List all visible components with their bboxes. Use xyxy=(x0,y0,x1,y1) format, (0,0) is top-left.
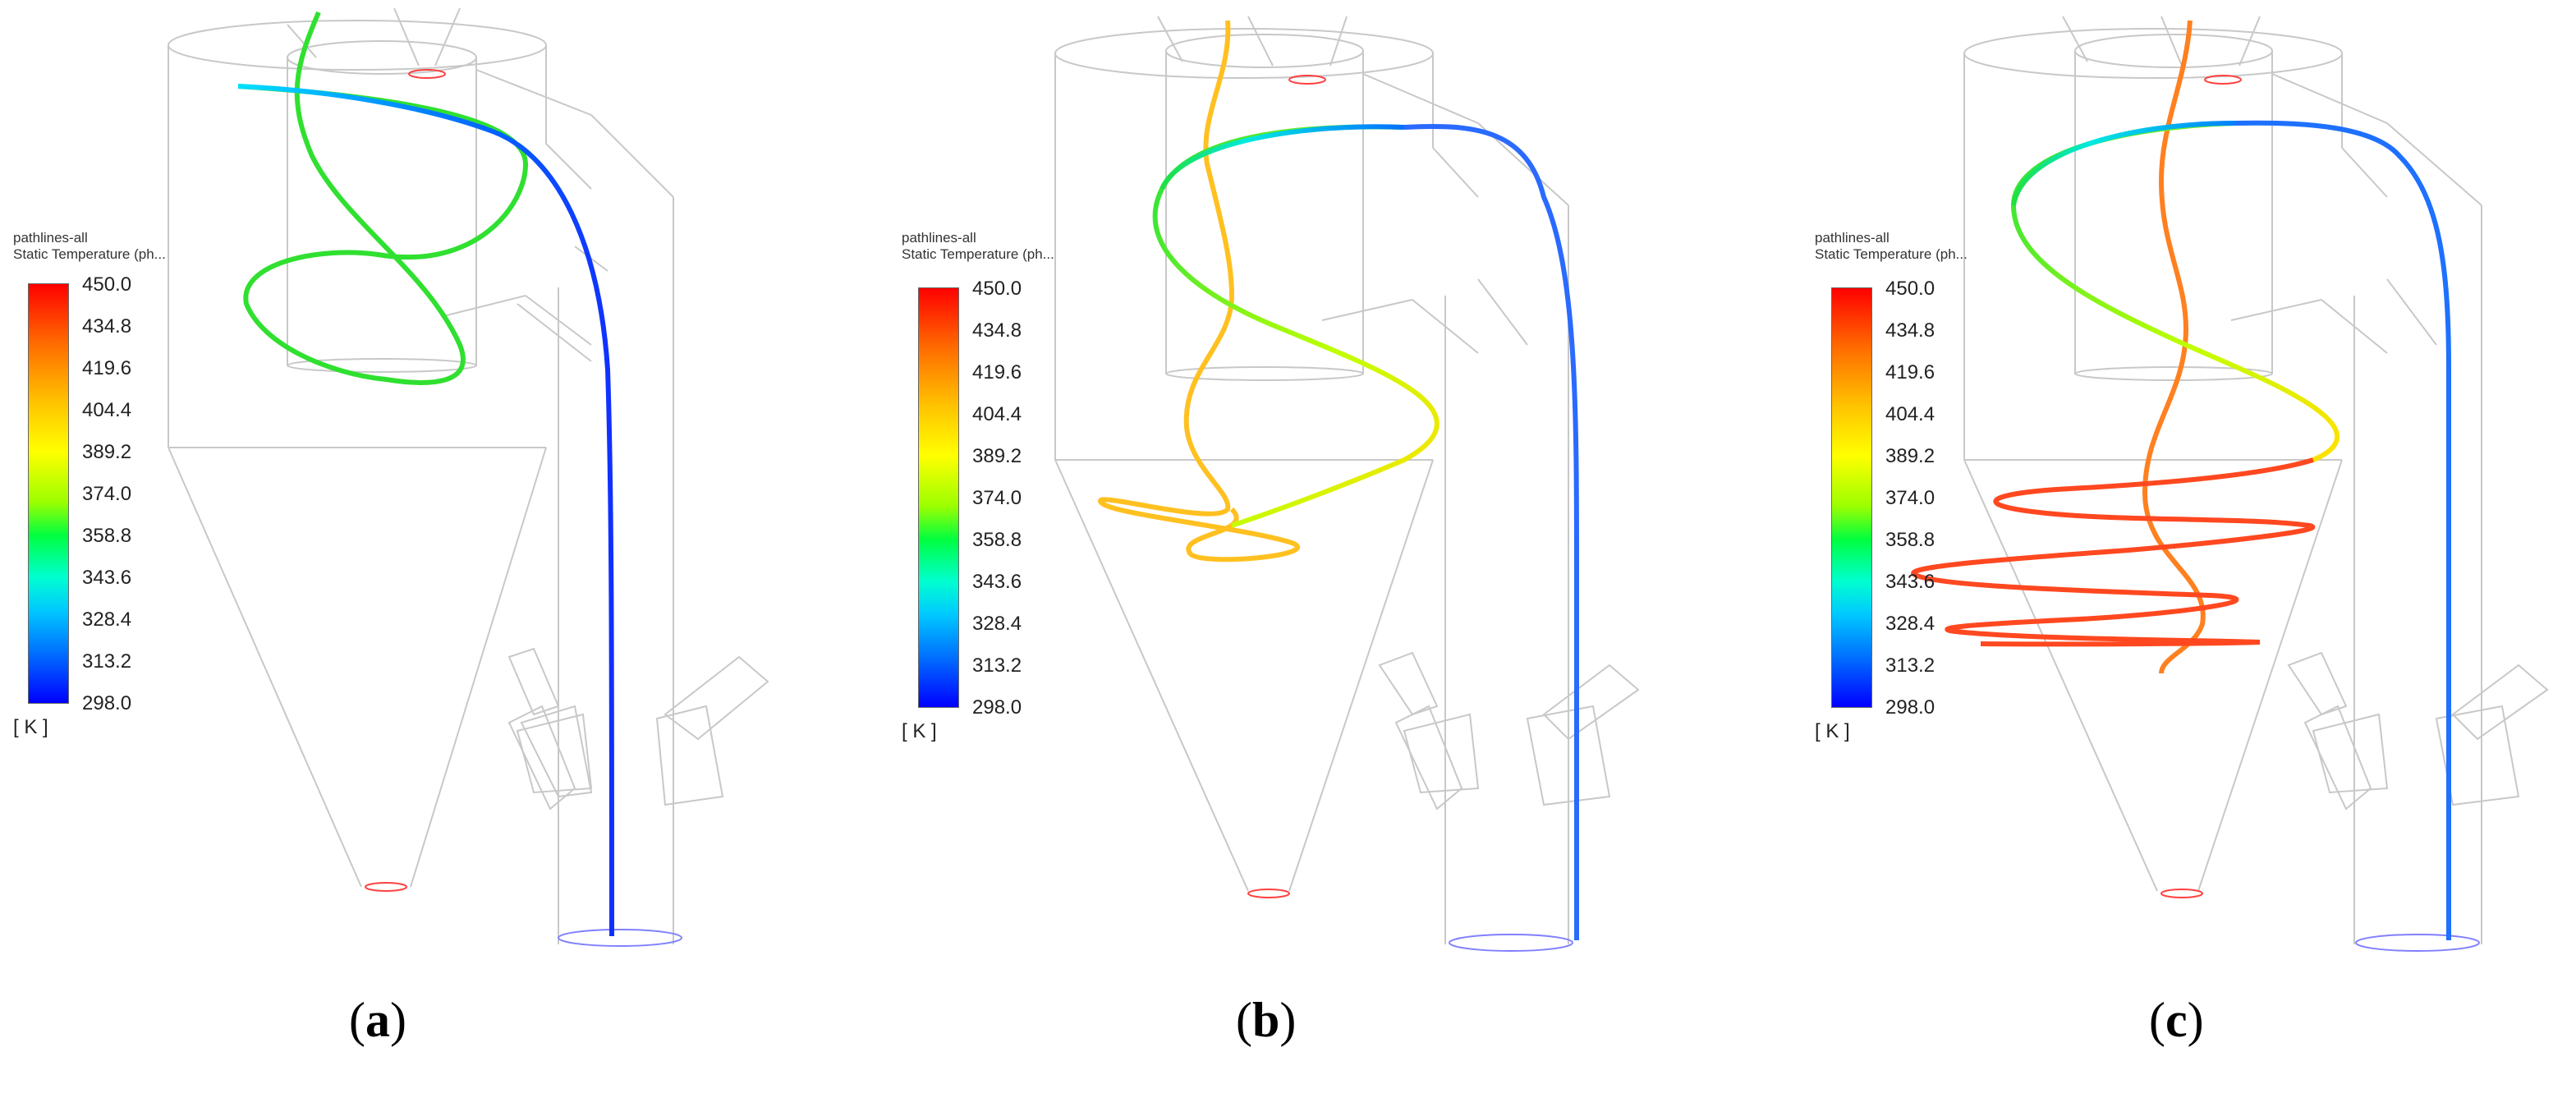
panel-a: pathlines-all Static Temperature (ph... … xyxy=(0,0,858,1093)
tick-label: 434.8 xyxy=(1885,319,1935,342)
tick-label: 358.8 xyxy=(1885,529,1935,551)
tick-label: 374.0 xyxy=(1885,487,1935,509)
tick-label: 419.6 xyxy=(1885,361,1935,383)
tick-label: 389.2 xyxy=(1885,445,1935,467)
tick-label: 404.4 xyxy=(1885,403,1935,425)
tick-label: 298.0 xyxy=(972,696,1022,719)
pathline-cyan xyxy=(2011,121,2236,206)
tick-label: 419.6 xyxy=(972,361,1022,383)
cyclone-diagram-c xyxy=(1911,16,2549,952)
tick-label: 450.0 xyxy=(1885,278,1935,300)
legend-unit: [ K ] xyxy=(1815,720,1850,742)
tick-label: 374.0 xyxy=(82,483,132,505)
pathline-green-yellow xyxy=(1152,124,1440,528)
legend-unit: [ K ] xyxy=(902,720,937,742)
tick-label: 404.4 xyxy=(972,403,1022,425)
top-outlet-ring xyxy=(1288,75,1326,85)
tick-label: 298.0 xyxy=(1885,696,1935,719)
cyclone-diagram-b xyxy=(1054,16,1640,952)
colorbar xyxy=(918,287,959,708)
bottom-outlet-ring xyxy=(365,882,407,892)
pathline-green xyxy=(237,11,529,385)
tick-label: 328.4 xyxy=(972,613,1022,635)
top-outlet-ring xyxy=(2204,75,2242,85)
pathline-blue xyxy=(237,84,614,937)
tick-label: 343.6 xyxy=(972,571,1022,593)
tick-label: 343.6 xyxy=(1885,571,1935,593)
tick-label: 313.2 xyxy=(972,654,1022,677)
legend-title-line2: Static Temperature (ph... xyxy=(902,246,1054,262)
pathline-red-spiral xyxy=(1911,457,2316,647)
tick-label: 450.0 xyxy=(972,278,1022,300)
cyclone-geometry xyxy=(1963,16,2549,944)
tick-label: 358.8 xyxy=(82,525,132,547)
colorbar xyxy=(1831,287,1872,708)
tick-label: 358.8 xyxy=(972,529,1022,551)
panel-caption-b: (b) xyxy=(1236,993,1297,1047)
tick-label: 298.0 xyxy=(82,692,132,714)
legend-title-line2: Static Temperature (ph... xyxy=(13,246,166,262)
tick-label: 328.4 xyxy=(1885,613,1935,635)
tick-label: 313.2 xyxy=(1885,654,1935,677)
pathline-blue xyxy=(1403,123,1580,940)
legend-unit: [ K ] xyxy=(13,716,48,738)
tick-label: 434.8 xyxy=(972,319,1022,342)
panel-c: pathlines-all Static Temperature (ph... … xyxy=(1800,0,2576,1093)
pipe-outlet-ring xyxy=(2355,934,2480,952)
tick-label: 374.0 xyxy=(972,487,1022,509)
legend-title-line2: Static Temperature (ph... xyxy=(1815,246,1968,262)
panel-b: pathlines-all Static Temperature (ph... … xyxy=(887,0,1745,1093)
tick-label: 389.2 xyxy=(82,441,132,463)
pathline-cyan xyxy=(1159,124,1405,191)
top-outlet-ring xyxy=(408,69,446,79)
tick-label: 389.2 xyxy=(972,445,1022,467)
cyclone-geometry xyxy=(168,7,769,944)
bottom-outlet-ring xyxy=(1247,889,1290,898)
tick-label: 343.6 xyxy=(82,567,132,589)
legend-title-line1: pathlines-all xyxy=(1815,230,1890,246)
colorbar xyxy=(28,283,69,704)
pathline-blue xyxy=(2234,120,2451,940)
panel-caption-a: (a) xyxy=(349,993,406,1047)
legend-title-line1: pathlines-all xyxy=(13,230,88,246)
bottom-outlet-ring xyxy=(2160,889,2203,898)
pathline-orange xyxy=(2142,20,2206,674)
legend-title-line1: pathlines-all xyxy=(902,230,976,246)
pathline-green-yellow xyxy=(2010,121,2340,462)
pathline-orange xyxy=(1097,20,1301,563)
pipe-outlet-ring xyxy=(558,929,682,947)
cyclone-geometry xyxy=(1054,16,1640,944)
tick-label: 450.0 xyxy=(82,273,132,296)
pipe-outlet-ring xyxy=(1449,934,1573,952)
panel-caption-c: (c) xyxy=(2149,993,2204,1047)
cyclone-diagram-a xyxy=(168,7,769,947)
tick-label: 419.6 xyxy=(82,357,132,379)
tick-label: 328.4 xyxy=(82,608,132,631)
tick-label: 313.2 xyxy=(82,650,132,673)
tick-label: 404.4 xyxy=(82,399,132,421)
tick-label: 434.8 xyxy=(82,315,132,338)
